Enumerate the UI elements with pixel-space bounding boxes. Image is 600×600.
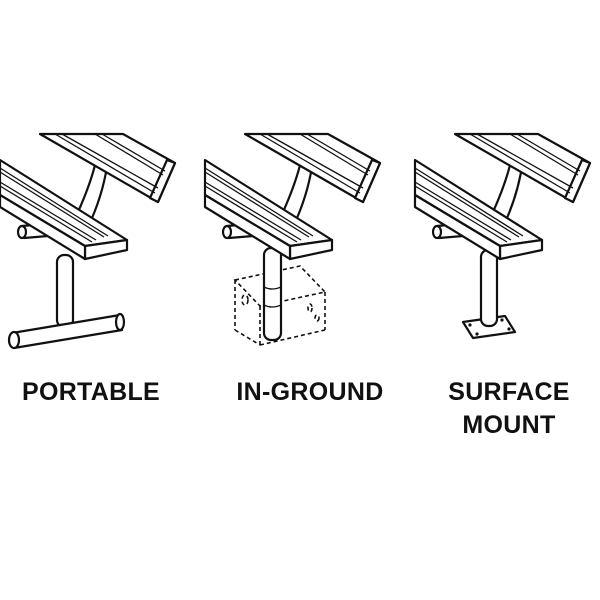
portable-bench-illustration [0,132,177,350]
surface-mount-label: SURFACE MOUNT [425,376,593,442]
surface-mount-label-line1: SURFACE [448,378,570,406]
portable-label: PORTABLE [21,378,161,406]
surface-mount-bench-illustration [413,132,592,340]
in-ground-label: IN-GROUND [236,378,384,406]
surface-mount-label-line2: MOUNT [462,411,556,439]
in-ground-bench-illustration [203,132,382,346]
